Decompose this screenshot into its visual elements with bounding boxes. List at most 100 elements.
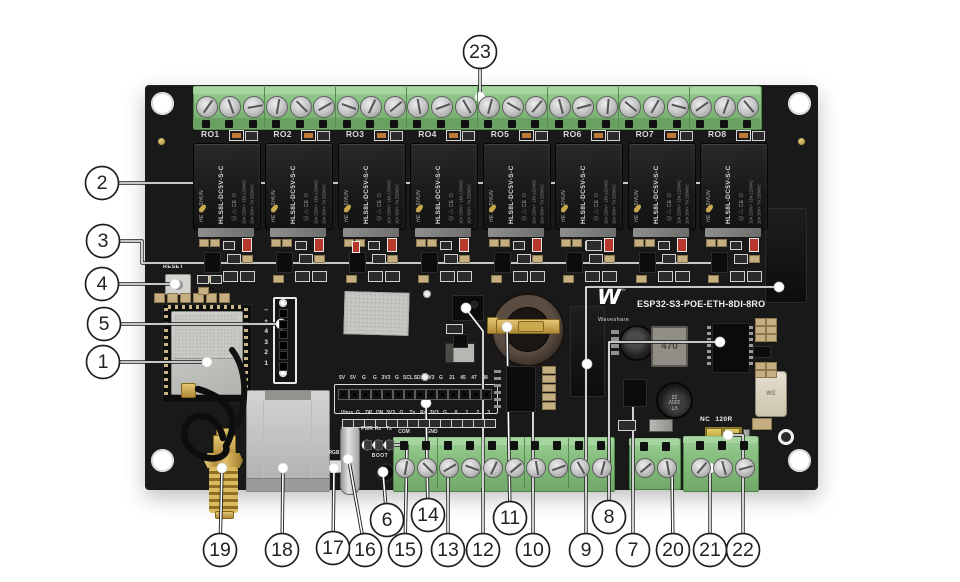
relay-channel-label: RO4 <box>418 129 437 139</box>
terminal-slot <box>487 441 496 450</box>
smd-component <box>440 271 456 282</box>
gpio-pin <box>381 389 393 400</box>
smd-component <box>734 254 748 264</box>
terminal-divider <box>547 87 549 127</box>
terminal-screw <box>737 96 760 118</box>
terminal-slot <box>484 120 493 128</box>
pin-hole <box>407 393 411 396</box>
callout-number-1: 1 <box>98 351 109 373</box>
gpio-label: G <box>395 375 399 381</box>
terminal-slot <box>342 120 351 128</box>
gpio-label: 3V3 <box>425 375 435 381</box>
callout-number-14: 14 <box>417 504 439 526</box>
terminal-screw <box>266 96 289 118</box>
channel-led <box>531 238 542 252</box>
terminal-slot <box>509 441 518 450</box>
module-pins <box>164 308 168 396</box>
pin-hole <box>429 393 433 396</box>
pin-hole <box>484 393 488 396</box>
smd-component <box>494 391 501 394</box>
smd-component <box>421 373 429 381</box>
callout-circle-4 <box>84 266 120 302</box>
smd-component <box>529 271 545 282</box>
smd-component <box>623 379 647 407</box>
smd-resistor <box>499 239 510 247</box>
optocoupler <box>348 252 366 273</box>
screw-slot <box>600 461 606 475</box>
callout-dot <box>722 429 734 441</box>
smd-resistor <box>635 275 647 283</box>
terminal-screw <box>619 96 642 118</box>
screw-slot <box>531 100 543 114</box>
terminal-screw <box>501 96 524 118</box>
smd-component <box>747 271 762 282</box>
terminal-screw <box>383 96 406 118</box>
smd-resistor <box>427 239 438 247</box>
smd-resistor <box>572 239 583 247</box>
relay-channel-label: RO6 <box>563 129 582 139</box>
screw-slot <box>739 465 753 471</box>
screw-slot <box>461 99 472 115</box>
relay-base <box>560 228 617 237</box>
rj45-seam <box>263 401 264 478</box>
terminal-screw <box>690 96 713 118</box>
smd-component <box>210 275 222 284</box>
fuse-marking: WE <box>766 391 776 397</box>
smd-component <box>611 344 619 348</box>
logo-w-glyph: W <box>597 285 622 310</box>
smd-component <box>389 131 403 141</box>
terminal-slot <box>507 120 516 128</box>
usb-header-label: DN <box>376 410 384 416</box>
smd-resistor <box>273 275 285 283</box>
callout-number-2: 2 <box>97 172 108 194</box>
smd-component <box>223 271 238 282</box>
callout-dot <box>714 336 726 348</box>
callout-circle-13 <box>430 532 466 568</box>
side-header-label: 2 <box>264 349 268 357</box>
screw-slot <box>722 99 730 115</box>
registered-mark: ® <box>621 287 626 293</box>
power-inductor: 470 <box>651 326 688 367</box>
led-inner <box>666 133 676 138</box>
gpio-label: 5V <box>338 375 346 381</box>
status-led-rx <box>375 440 383 450</box>
smd-component <box>657 241 670 250</box>
header-pin <box>279 309 288 318</box>
led-inner <box>304 133 314 138</box>
rs485-terminal-screw <box>713 458 733 478</box>
smd-component <box>602 271 618 282</box>
terminal-divider <box>263 87 265 127</box>
smd-component <box>512 271 528 282</box>
callout-circle-15 <box>387 532 423 568</box>
pin-hole <box>418 393 422 396</box>
callout-number-3: 3 <box>98 230 109 252</box>
terminal-slot <box>718 441 726 450</box>
smd-component <box>542 402 556 410</box>
callout-number-9: 9 <box>581 539 592 561</box>
di-terminal-screw <box>482 458 503 478</box>
di-terminal-screw <box>570 458 591 478</box>
smd-component <box>494 377 501 380</box>
terminal-slot <box>740 441 748 450</box>
smd-component <box>223 241 235 250</box>
screw-slot <box>665 461 671 475</box>
ethernet-rj45-port <box>246 390 330 492</box>
smd-resistor <box>271 239 282 247</box>
smd-component <box>384 271 400 282</box>
smd-component <box>649 419 673 432</box>
smd-component <box>317 131 331 141</box>
header-hole <box>279 299 287 307</box>
smd-resistor <box>282 239 293 247</box>
callout-line-outer <box>464 307 485 552</box>
smd-resistor <box>676 255 688 263</box>
relay-certs: Ⓤ △ CE ⊙ <box>376 192 383 221</box>
relay-channel-label: RO1 <box>201 129 220 139</box>
termination-label: NC 120R <box>700 416 733 423</box>
boot-label: BOOT <box>371 453 389 459</box>
led-inner <box>232 133 241 138</box>
terminal-slot <box>640 442 648 451</box>
terminal-slot <box>413 120 422 128</box>
callout-circle-8 <box>591 499 627 535</box>
smd-component <box>299 254 314 264</box>
terminal-slot <box>248 120 257 128</box>
